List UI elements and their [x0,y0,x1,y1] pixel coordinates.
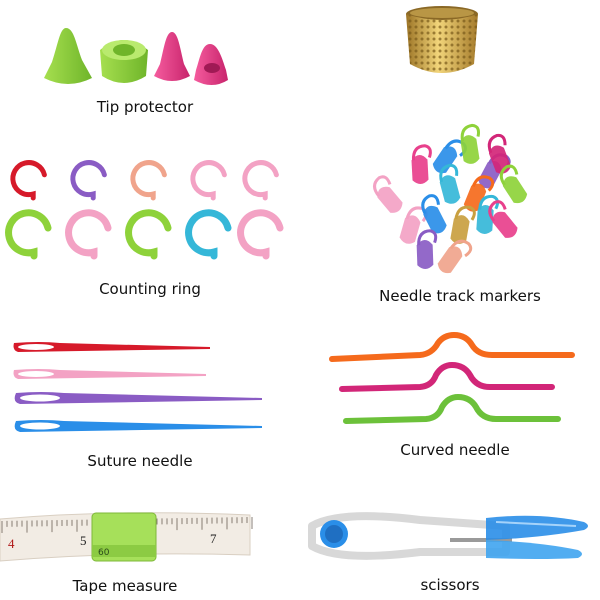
counting-ring-panel: Counting ring [0,150,300,300]
suture-needle-panel: Suture needle [0,330,280,480]
thimble-panel [395,0,490,85]
tape-measure-label: Tape measure [72,577,178,595]
stitch-marker-icon [450,205,476,244]
counting-ring-icon [65,209,112,260]
tip-protector-image [44,28,228,85]
curved-needle-label: Curved needle [400,441,510,459]
magenta-cable-needle-icon [339,361,555,392]
counting-ring-icon [70,160,107,201]
stitch-marker-icon [488,200,518,238]
counting-ring-icon [185,209,232,260]
curved-needle-panel: Curved needle [320,325,590,465]
curved-needle-image [329,331,575,424]
needle-markers-panel: Needle track markers [350,120,570,305]
pink-needle-icon [13,369,206,379]
counting-ring-image [5,160,284,260]
tape-measure-image: 4 5 7 60 [0,512,253,562]
tip-protector-panel: Tip protector [30,10,260,125]
stitch-marker-icon [411,144,432,184]
orange-cable-needle-icon [329,331,575,362]
tape-number-4: 4 [8,536,15,551]
counting-ring-icon [10,160,47,201]
counting-ring-icon [130,160,167,201]
counting-ring-icon [190,160,227,201]
suture-needle-image [13,342,262,432]
green-cable-needle-icon [343,393,561,424]
pink-cone-icon [154,32,190,81]
tape-number-60: 60 [98,548,110,558]
needle-markers-label: Needle track markers [379,287,541,305]
stitch-marker-icon [416,229,438,269]
counting-ring-icon [242,160,279,201]
counting-ring-icon [237,209,284,260]
stitch-marker-icon [437,239,473,274]
thimble-icon [406,6,478,73]
stitch-marker-icon [460,123,481,164]
tape-number-7: 7 [210,531,217,546]
counting-ring-icon [5,209,52,260]
stitch-marker-icon [421,194,447,234]
counting-ring-icon [125,209,172,260]
blue-needle-icon [14,420,262,432]
green-cone-icon [44,28,92,84]
stitch-marker-icon [439,163,461,204]
needle-markers-image [373,123,528,274]
tip-protector-label: Tip protector [96,98,194,116]
blade-cover-icon [486,515,588,540]
purple-needle-icon [14,392,262,404]
scissors-panel: scissors [300,500,600,600]
suture-needle-label: Suture needle [87,452,193,470]
stitch-marker-icon [373,175,403,213]
stitch-marker-icon [499,164,528,204]
counting-ring-label: Counting ring [99,280,201,298]
tape-measure-panel: 4 5 7 60 Tape measure [0,505,253,600]
tape-number-5: 5 [80,533,87,548]
scissors-label: scissors [420,576,480,594]
red-needle-icon [13,342,210,352]
scissors-image [308,512,588,560]
